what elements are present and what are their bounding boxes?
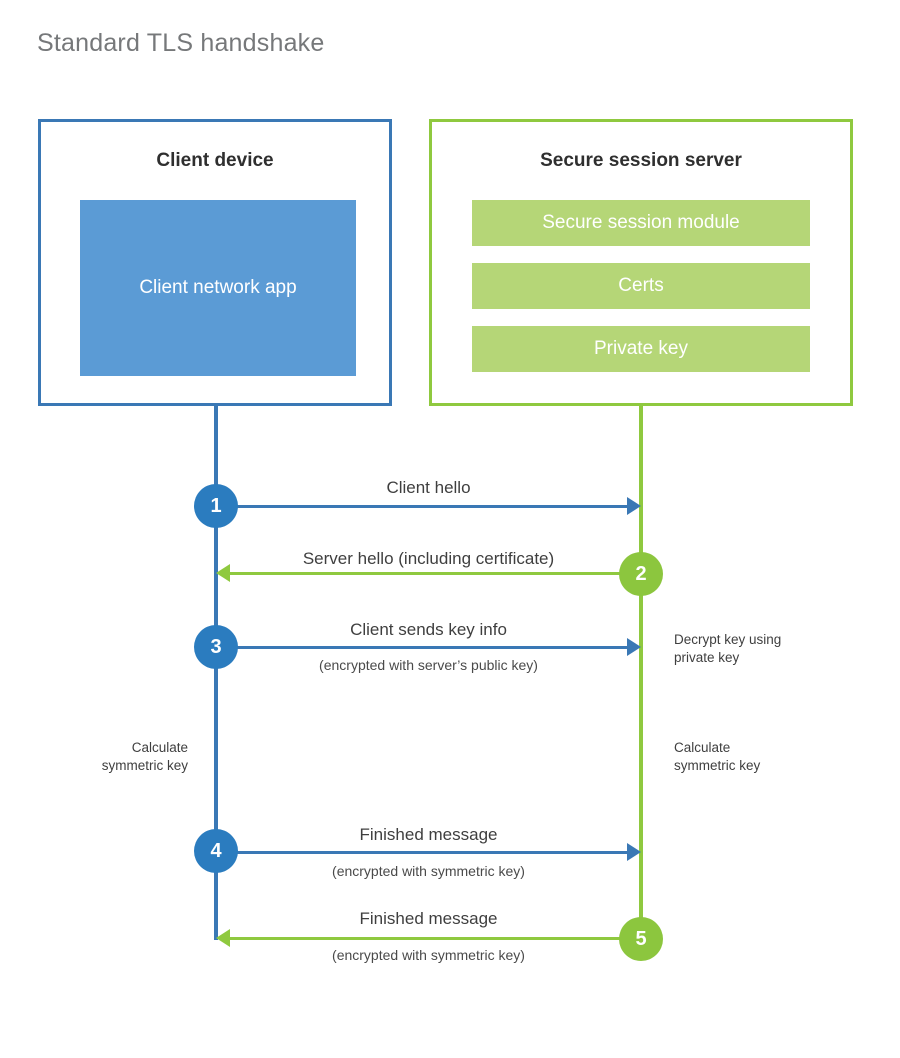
page-title: Standard TLS handshake [37, 29, 325, 57]
client-device-title: Client device [156, 150, 274, 171]
server-component-certs: Certs [472, 263, 810, 309]
step-5-marker: 5 [619, 917, 663, 961]
step-5-sublabel: (encrypted with symmetric key) [332, 947, 525, 963]
step-4-arrow-line [216, 851, 627, 854]
step-3-arrow-line [216, 646, 627, 649]
step-5-label: Finished message [359, 909, 498, 928]
server-lifeline [639, 406, 643, 940]
step-4-marker: 4 [194, 829, 238, 873]
annotation-client-calculate-symmetric-key: Calculate symmetric key [101, 740, 188, 773]
annotation-decrypt-key: Decrypt key using private key [674, 632, 782, 665]
step-5-arrow-head-icon [216, 929, 230, 947]
step-3-sublabel: (encrypted with server’s public key) [319, 657, 538, 673]
step-2-marker: 2 [619, 552, 663, 596]
step-1-arrow-head-icon [627, 497, 641, 515]
step-1-marker: 1 [194, 484, 238, 528]
step-3-label: Client sends key info [350, 620, 507, 639]
step-2-label: Server hello (including certificate) [302, 549, 555, 568]
step-2-arrow-line [230, 572, 641, 575]
step-3-marker: 3 [194, 625, 238, 669]
step-2-arrow-head-icon [216, 564, 230, 582]
annotation-server-calculate-symmetric-key: Calculate symmetric key [674, 740, 761, 773]
client-network-app-component: Client network app [80, 200, 356, 376]
secure-session-server-title: Secure session server [540, 150, 742, 171]
step-5-arrow-line [230, 937, 641, 940]
server-component-secure-session-module: Secure session module [472, 200, 810, 246]
step-4-label: Finished message [359, 825, 498, 844]
step-1-arrow-line [216, 505, 627, 508]
step-4-arrow-head-icon [627, 843, 641, 861]
step-4-sublabel: (encrypted with symmetric key) [332, 863, 525, 879]
server-component-private-key: Private key [472, 326, 810, 372]
client-device-box: Client device Client network app [38, 119, 392, 406]
step-3-arrow-head-icon [627, 638, 641, 656]
step-1-label: Client hello [386, 478, 471, 497]
secure-session-server-box: Secure session server Secure session mod… [429, 119, 853, 406]
client-lifeline [214, 406, 218, 940]
